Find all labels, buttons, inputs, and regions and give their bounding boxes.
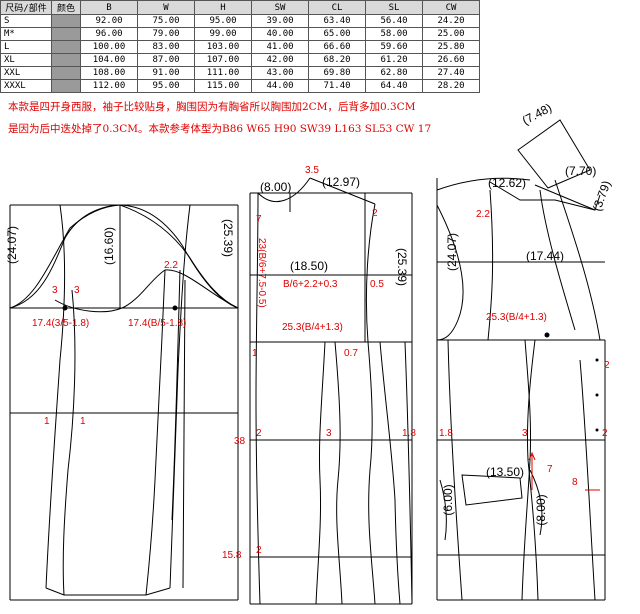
back-mark-7: 7 bbox=[256, 214, 262, 225]
front-mark-1-8: 1.8 bbox=[439, 428, 453, 439]
back-mark-15-8: 15.8 bbox=[222, 550, 242, 561]
back-dim-12-97: (12.97) bbox=[322, 175, 360, 189]
front-formula-25-3: 25.3(B/4+1.3) bbox=[486, 312, 547, 323]
front-mark-7: 7 bbox=[547, 464, 553, 475]
front-dim-24-07: (24.07) bbox=[445, 233, 459, 271]
sleeve-mark-3b: 3 bbox=[74, 285, 80, 296]
front-dim-12-62: (12.62) bbox=[488, 176, 526, 190]
table-header-cell: H bbox=[194, 0, 252, 15]
measure-cell: 71.40 bbox=[308, 79, 366, 93]
measure-cell: 112.00 bbox=[80, 79, 138, 93]
table-header-cell: SW bbox=[251, 0, 309, 15]
size-cell: XXL bbox=[0, 66, 52, 80]
front-dim-7-70: (7.70) bbox=[565, 164, 596, 178]
sleeve-mark-3a: 3 bbox=[52, 285, 58, 296]
front-dim-8-00: (8.00) bbox=[534, 494, 548, 525]
sleeve-mark-2-2: 2.2 bbox=[164, 260, 178, 271]
front-mark-2b: 2 bbox=[602, 428, 608, 439]
sleeve-dim-mid: (16.60) bbox=[102, 227, 116, 265]
back-dim-25-39: (25.39) bbox=[395, 248, 409, 286]
back-mark-1: 1 bbox=[252, 348, 258, 359]
measure-cell: 64.40 bbox=[365, 79, 423, 93]
back-mark-0-5: 0.5 bbox=[370, 279, 384, 290]
table-header-cell: CW bbox=[422, 0, 480, 15]
back-mark-2: 2 bbox=[372, 208, 378, 219]
measure-cell: 28.20 bbox=[422, 79, 480, 93]
front-mark-3: 3 bbox=[522, 428, 528, 439]
back-dim-8-00: (8.00) bbox=[260, 180, 291, 194]
sleeve-mark-1b: 1 bbox=[80, 416, 86, 427]
front-dim-7-48: (7.48) bbox=[520, 101, 554, 128]
back-dim-18-50: (18.50) bbox=[290, 259, 328, 273]
measure-cell: 25.80 bbox=[422, 40, 480, 54]
table-header-cell: SL bbox=[365, 0, 423, 15]
color-swatch-cell bbox=[51, 79, 81, 93]
pattern-note-line-1: 本款是四开身西服，袖子比较贴身，胸围因为有胸省所以胸围加2CM，后背多加0.3C… bbox=[8, 101, 416, 113]
back-mark-0-7: 0.7 bbox=[344, 348, 358, 359]
back-mark-38: 38 bbox=[234, 436, 246, 447]
pattern-note-line-2: 是因为后中迭处掉了0.3CM。本款参考体型为B86 W65 H90 SW39 L… bbox=[8, 123, 432, 135]
back-formula-25-3: 25.3(B/4+1.3) bbox=[282, 322, 343, 333]
back-mark-3: 3 bbox=[326, 428, 332, 439]
front-mark-8: 8 bbox=[572, 477, 578, 488]
back-mark-1-8: 1.8 bbox=[402, 428, 416, 439]
table-header-cell: 颜色 bbox=[51, 0, 81, 15]
front-dim-17-44: (17.44) bbox=[526, 249, 564, 263]
front-dim-6-00: (6.00) bbox=[441, 484, 455, 515]
sleeve-mark-1a: 1 bbox=[44, 416, 50, 427]
front-mark-2-2: 2.2 bbox=[476, 209, 490, 220]
size-cell: XL bbox=[0, 53, 52, 67]
front-dim-3-79: (3.79) bbox=[590, 179, 614, 213]
back-mark-2b: 2 bbox=[256, 428, 262, 439]
sleeve-dim-right: (25.39) bbox=[221, 219, 235, 257]
back-mark-2c: 2 bbox=[256, 545, 262, 556]
back-formula-vertical: 23(B/6+7.5-0.5) bbox=[256, 238, 267, 308]
front-pattern bbox=[436, 119, 606, 601]
sleeve-pattern bbox=[9, 204, 239, 601]
pattern-markers bbox=[62, 305, 599, 432]
front-mark-2: 2 bbox=[604, 360, 610, 371]
table-header-cell: 尺码/部件 bbox=[0, 0, 52, 15]
color-swatch-cell bbox=[51, 27, 81, 41]
sleeve-dim-left: (24.07) bbox=[5, 226, 19, 264]
sleeve-formula-right: 17.4(B/5-1.8) bbox=[128, 318, 186, 329]
size-cell: XXXL bbox=[0, 79, 52, 93]
back-pattern bbox=[249, 177, 413, 605]
sleeve-formula-left: 17.4(3/5-1.8) bbox=[32, 318, 89, 329]
front-dim-13-50: (13.50) bbox=[486, 465, 524, 479]
back-formula-b6: B/6+2.2+0.3 bbox=[283, 279, 338, 290]
back-dim-3-5: 3.5 bbox=[305, 165, 319, 176]
size-cell: M* bbox=[0, 27, 52, 41]
measure-cell: 115.00 bbox=[194, 79, 252, 93]
